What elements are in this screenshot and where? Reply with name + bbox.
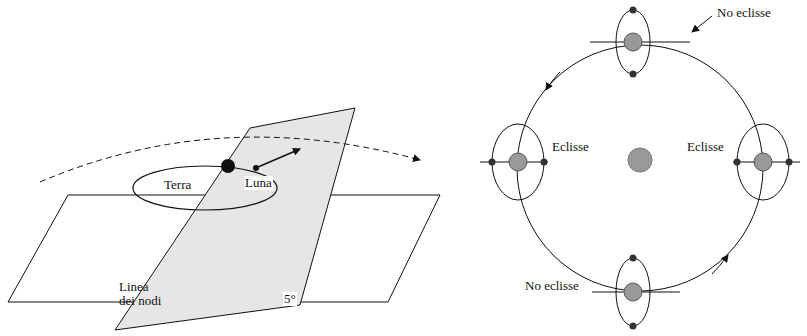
moon-label: Luna (244, 176, 273, 190)
sun (628, 148, 652, 172)
moon (734, 159, 741, 166)
moon (489, 159, 496, 166)
earth (624, 33, 642, 51)
moon-orbit (133, 166, 277, 210)
orbit-arrow (546, 72, 560, 90)
earth (509, 153, 527, 171)
moon (541, 159, 548, 166)
moon (630, 71, 637, 78)
eclipse-label: Eclisse (551, 140, 590, 154)
earth-path (40, 137, 420, 182)
angle-label: 5° (283, 292, 297, 306)
earth (221, 159, 235, 173)
no-eclipse-label: No eclisse (524, 279, 580, 293)
earth (754, 153, 772, 171)
earth-label: Terra (163, 178, 192, 192)
moon (630, 323, 637, 330)
moon (630, 255, 637, 262)
eclipse-label: Eclisse (686, 140, 725, 154)
orbit-arrow (712, 255, 728, 274)
orbit-plane (115, 108, 355, 330)
moon (630, 7, 637, 14)
leader-arrow (692, 16, 712, 32)
no-eclipse-label: No eclisse (716, 6, 772, 20)
earth (624, 283, 642, 301)
node-line-label: Linea dei nodi (118, 280, 168, 308)
moon-arrow (258, 149, 300, 167)
earth-orbit (517, 45, 763, 291)
moon (786, 159, 793, 166)
moon (253, 165, 259, 171)
